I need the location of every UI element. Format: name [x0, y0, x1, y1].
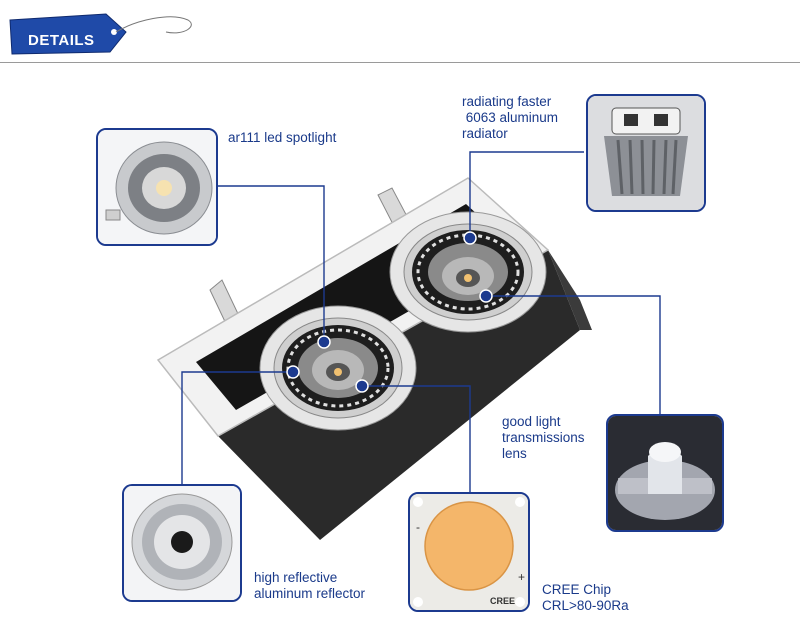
chip-thumbnail: - + CREE	[408, 492, 530, 612]
spotlight-left	[259, 305, 417, 431]
spotlight-thumbnail	[96, 128, 218, 246]
chip-label: CREE Chip CRL>80-90Ra	[542, 582, 629, 614]
radiator-thumbnail	[586, 94, 706, 212]
radiator-label-line-1: radiating faster	[462, 94, 552, 109]
radiator-label-line-2: 6063 aluminum	[462, 110, 559, 125]
reflector-label-line-2: aluminum reflector	[254, 586, 366, 601]
callout-lines	[181, 151, 661, 492]
radiator-label: radiating faster 6063 aluminum radiator	[462, 94, 558, 142]
lens-label-line-1: good light	[502, 414, 561, 429]
reflector-thumbnail	[122, 484, 242, 602]
chip-plus-sign: +	[518, 570, 526, 584]
chip-label-line-2: CRL>80-90Ra	[542, 598, 629, 613]
header-divider	[0, 62, 800, 63]
reflector-label: high reflective aluminum reflector	[254, 570, 365, 602]
reflector-label-line-1: high reflective	[254, 570, 338, 585]
details-tag: DETAILS	[6, 10, 192, 56]
chip-label-line-1: CREE Chip	[542, 582, 612, 597]
callout-dots	[286, 231, 493, 393]
spotlight-right	[389, 211, 547, 333]
chip-minus-sign: -	[416, 520, 420, 534]
spotlight-label: ar111 led spotlight	[228, 130, 337, 145]
lens-label: good light transmissions lens	[502, 414, 585, 462]
details-tag-label: DETAILS	[28, 32, 95, 49]
lens-label-line-3: lens	[502, 446, 527, 461]
radiator-label-line-3: radiator	[462, 126, 508, 141]
lens-label-line-2: transmissions	[502, 430, 585, 445]
lens-thumbnail	[606, 414, 724, 532]
chip-brand-mark: CREE	[490, 596, 516, 606]
